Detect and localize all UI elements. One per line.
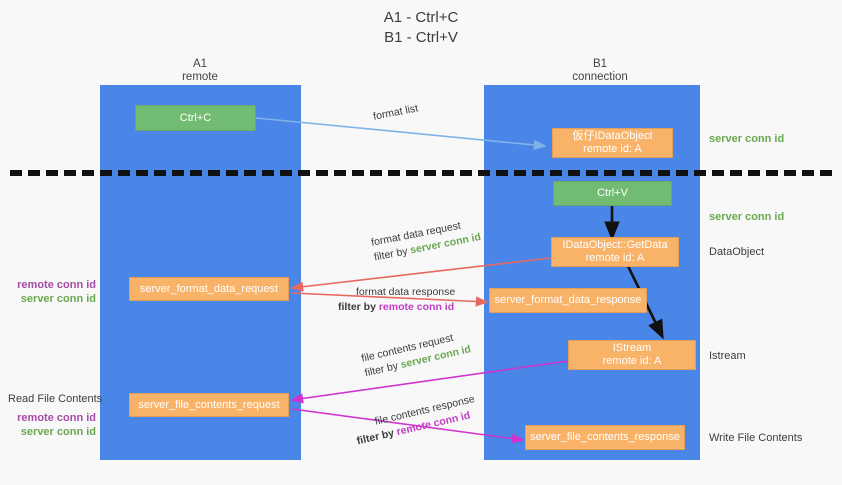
page-title: A1 - Ctrl+C B1 - Ctrl+V bbox=[0, 8, 842, 48]
lane-a1-role: remote bbox=[182, 71, 218, 83]
node-istream-subtitle: remote id: A bbox=[602, 355, 662, 367]
node-idataobject-getdata[interactable]: IDataObject::GetData remote id: A bbox=[551, 237, 679, 267]
arrow-file-contents-request bbox=[290, 360, 569, 404]
side-label-server-conn-id-mid: server conn id bbox=[709, 211, 785, 223]
node-ctrl-v[interactable]: Ctrl+V bbox=[553, 181, 672, 206]
node-server-file-contents-response-label: server_file_contents_response bbox=[530, 431, 680, 443]
lane-b1-name: B1 bbox=[592, 58, 608, 70]
edge-label-format-data-response-line2: filter by remote conn id bbox=[338, 301, 455, 313]
node-istream-title: IStream bbox=[612, 342, 652, 354]
side-label-write-file-contents: Write File Contents bbox=[709, 432, 803, 444]
node-getdata-subtitle: remote id: A bbox=[585, 252, 645, 264]
node-server-file-contents-request[interactable]: server_file_contents_request bbox=[129, 393, 289, 417]
arrow-format-list bbox=[255, 117, 547, 151]
node-server-format-data-request[interactable]: server_format_data_request bbox=[129, 277, 289, 301]
node-idataobject-remote[interactable]: 仮仔IDataObject remote id: A bbox=[552, 128, 673, 158]
side-label-data-object: DataObject bbox=[709, 246, 765, 258]
node-idataobject-title: 仮仔IDataObject bbox=[572, 130, 653, 142]
node-ctrl-v-label: Ctrl+V bbox=[597, 187, 628, 199]
lane-b1-role: connection bbox=[572, 71, 628, 83]
side-label-istream: Istream bbox=[709, 350, 746, 362]
lane-header-a1: A1 remote bbox=[140, 58, 260, 84]
lane-a1-name: A1 bbox=[192, 58, 208, 70]
left-middle-remote-conn-id: remote conn id bbox=[17, 279, 96, 291]
node-ctrl-c[interactable]: Ctrl+C bbox=[135, 105, 256, 131]
node-getdata-title: IDataObject::GetData bbox=[562, 239, 668, 251]
left-middle-server-conn-id: server conn id bbox=[20, 293, 96, 305]
title-line-2: B1 - Ctrl+V bbox=[384, 29, 458, 46]
node-ctrl-c-label: Ctrl+C bbox=[179, 111, 212, 124]
arrow-file-contents-response bbox=[291, 408, 525, 444]
side-label-read-file-contents: Read File Contents bbox=[8, 393, 103, 405]
node-server-file-contents-request-label: server_file_contents_request bbox=[138, 398, 280, 411]
title-line-1: A1 - Ctrl+C bbox=[383, 9, 459, 26]
edge-label-format-data-response: format data response filter by remote co… bbox=[338, 285, 456, 315]
filter-key-remote-conn-id: remote conn id bbox=[378, 301, 455, 313]
arrow-format-data-response bbox=[291, 292, 489, 307]
node-idataobject-subtitle: remote id: A bbox=[583, 143, 642, 155]
node-server-format-data-request-label: server_format_data_request bbox=[139, 282, 279, 295]
node-server-format-data-response[interactable]: server_format_data_response bbox=[489, 288, 647, 313]
node-server-file-contents-response[interactable]: server_file_contents_response bbox=[525, 425, 685, 450]
arrow-format-data-request bbox=[290, 257, 552, 292]
side-label-server-conn-id-top: server conn id bbox=[709, 133, 785, 145]
left-bottom-remote-conn-id: remote conn id bbox=[17, 412, 96, 424]
left-stack-middle: remote conn id server conn id bbox=[0, 278, 96, 306]
left-stack-bottom: remote conn id server conn id bbox=[0, 411, 96, 439]
left-bottom-server-conn-id: server conn id bbox=[20, 426, 96, 438]
node-server-format-data-response-label: server_format_data_response bbox=[494, 294, 642, 306]
edge-label-format-data-response-line1: format data response bbox=[356, 286, 456, 298]
phase-divider bbox=[10, 170, 832, 176]
node-istream[interactable]: IStream remote id: A bbox=[568, 340, 696, 370]
lane-header-b1: B1 connection bbox=[535, 58, 665, 84]
